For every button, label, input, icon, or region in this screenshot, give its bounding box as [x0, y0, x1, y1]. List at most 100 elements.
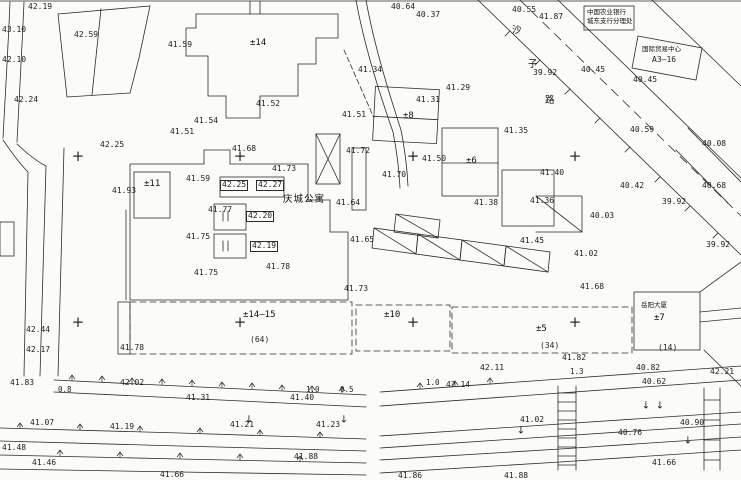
elevation-label: 41.59 [186, 174, 211, 183]
house-count-label: (14) [658, 343, 678, 352]
elevation-label: 41.83 [10, 378, 35, 387]
elevation-label: 42.44 [26, 325, 51, 334]
elevation-label: 41.48 [2, 443, 27, 452]
building-number-label: ±6 [466, 156, 477, 166]
elevation-label: 41.19 [110, 422, 135, 431]
elevation-label: 41.34 [358, 65, 383, 74]
elevation-label: 41.31 [416, 95, 441, 104]
survey-cross-icon: + [568, 147, 582, 166]
elevation-label: 41.70 [382, 170, 407, 179]
building-number-label: ±8 [403, 111, 414, 121]
elevation-label: 41.66 [160, 470, 185, 479]
elevation-label: 41.54 [194, 116, 219, 125]
elevation-label: 41.75 [194, 268, 219, 277]
house-count-label: (34) [540, 341, 560, 350]
flow-arrow-icon: ↓ [244, 414, 254, 426]
boxed-elevation-label: 42.27 [256, 180, 285, 191]
elevation-label: 41.78 [120, 343, 145, 352]
elevation-label: 40.64 [391, 2, 416, 11]
survey-cross-icon: + [568, 313, 582, 332]
elevation-label: 41.51 [170, 127, 195, 136]
elevation-label: 41.45 [520, 236, 545, 245]
elevation-label: 42.25 [100, 140, 125, 149]
survey-cross-icon: + [233, 313, 247, 332]
building-number-label: ±11 [144, 179, 161, 189]
elevation-label: 41.31 [186, 393, 211, 402]
elevation-label: 42.19 [28, 2, 53, 11]
elevation-label: 41.86 [398, 471, 423, 480]
elevation-label: 41.35 [504, 126, 529, 135]
elevation-label: 41.59 [168, 40, 193, 49]
place-name-label: 庆城公寓 [283, 194, 326, 205]
flow-arrow-icon: ↓ [641, 400, 651, 412]
elevation-label: 41.40 [290, 393, 315, 402]
dimension-label: 1.0 [426, 378, 440, 387]
dimension-label: 0.5 [340, 385, 354, 394]
elevation-label: 41.87 [539, 12, 564, 21]
flow-arrow-icon: ↓ [516, 425, 526, 437]
elevation-label: 41.82 [562, 353, 587, 362]
elevation-label: 40.03 [590, 211, 615, 220]
elevation-label: 40.76 [618, 428, 643, 437]
survey-cross-icon: + [233, 147, 247, 166]
survey-cross-icon: + [406, 313, 420, 332]
building-number-label: ±5 [536, 324, 547, 334]
elevation-label: 40.62 [642, 377, 667, 386]
elevation-label: 41.68 [232, 144, 257, 153]
elevation-label: 41.46 [32, 458, 57, 467]
boxed-elevation-label: 42.19 [250, 241, 279, 252]
elevation-label: 40.55 [512, 5, 537, 14]
flow-arrow-icon: ↓ [655, 400, 665, 412]
survey-cross-icon: + [406, 147, 420, 166]
place-name-label: 路 [545, 95, 556, 106]
dimension-label: 1.0 [306, 385, 320, 394]
elevation-label: 39.92 [533, 68, 558, 77]
survey-cross-icon: + [71, 147, 85, 166]
elevation-label: 41.88 [294, 452, 319, 461]
elevation-label: 42.11 [480, 363, 505, 372]
elevation-label: 42.14 [446, 380, 471, 389]
building-number-label: ±14 [250, 38, 267, 48]
elevation-label: 41.02 [574, 249, 599, 258]
elevation-label: 41.38 [474, 198, 499, 207]
elevation-label: 42.10 [2, 55, 27, 64]
house-count-label: (64) [250, 335, 270, 344]
elevation-label: 41.66 [652, 458, 677, 467]
dimension-label: 1.3 [570, 367, 584, 376]
elevation-label: 39.92 [662, 197, 687, 206]
elevation-label: 40.08 [702, 139, 727, 148]
elevation-label: 43.10 [2, 25, 27, 34]
elevation-label: 41.77 [208, 205, 233, 214]
boxed-elevation-label: 42.25 [220, 180, 249, 191]
survey-cross-icon: + [71, 313, 85, 332]
elevation-label: 42.59 [74, 30, 99, 39]
boxed-elevation-label: 42.20 [246, 211, 275, 222]
elevation-label: A3—16 [652, 55, 677, 64]
elevation-label: 41.68 [580, 282, 605, 291]
elevation-label: 41.93 [112, 186, 137, 195]
elevation-label: 40.90 [680, 418, 705, 427]
building-number-label: ±10 [384, 310, 401, 320]
flow-arrow-icon: ↓ [683, 435, 693, 447]
place-name-label: 中国农业银行 [587, 8, 626, 16]
elevation-label: 40.68 [702, 181, 727, 190]
elevation-label: 42.17 [26, 345, 51, 354]
elevation-label: 41.88 [504, 471, 529, 480]
place-name-label: 沙 [512, 25, 523, 36]
elevation-label: 40.37 [416, 10, 441, 19]
elevation-label: 41.52 [256, 99, 281, 108]
elevation-label: 40.59 [630, 125, 655, 134]
elevation-label: 41.36 [530, 196, 555, 205]
dimension-label: 0.8 [58, 385, 72, 394]
elevation-label: 41.64 [336, 198, 361, 207]
elevation-label: 41.51 [342, 110, 367, 119]
elevation-label: 41.02 [520, 415, 545, 424]
elevation-label: 41.21 [230, 420, 255, 429]
elevation-label: 40.42 [620, 181, 645, 190]
elevation-label: 42.24 [14, 95, 39, 104]
elevation-label: 39.92 [706, 240, 731, 249]
